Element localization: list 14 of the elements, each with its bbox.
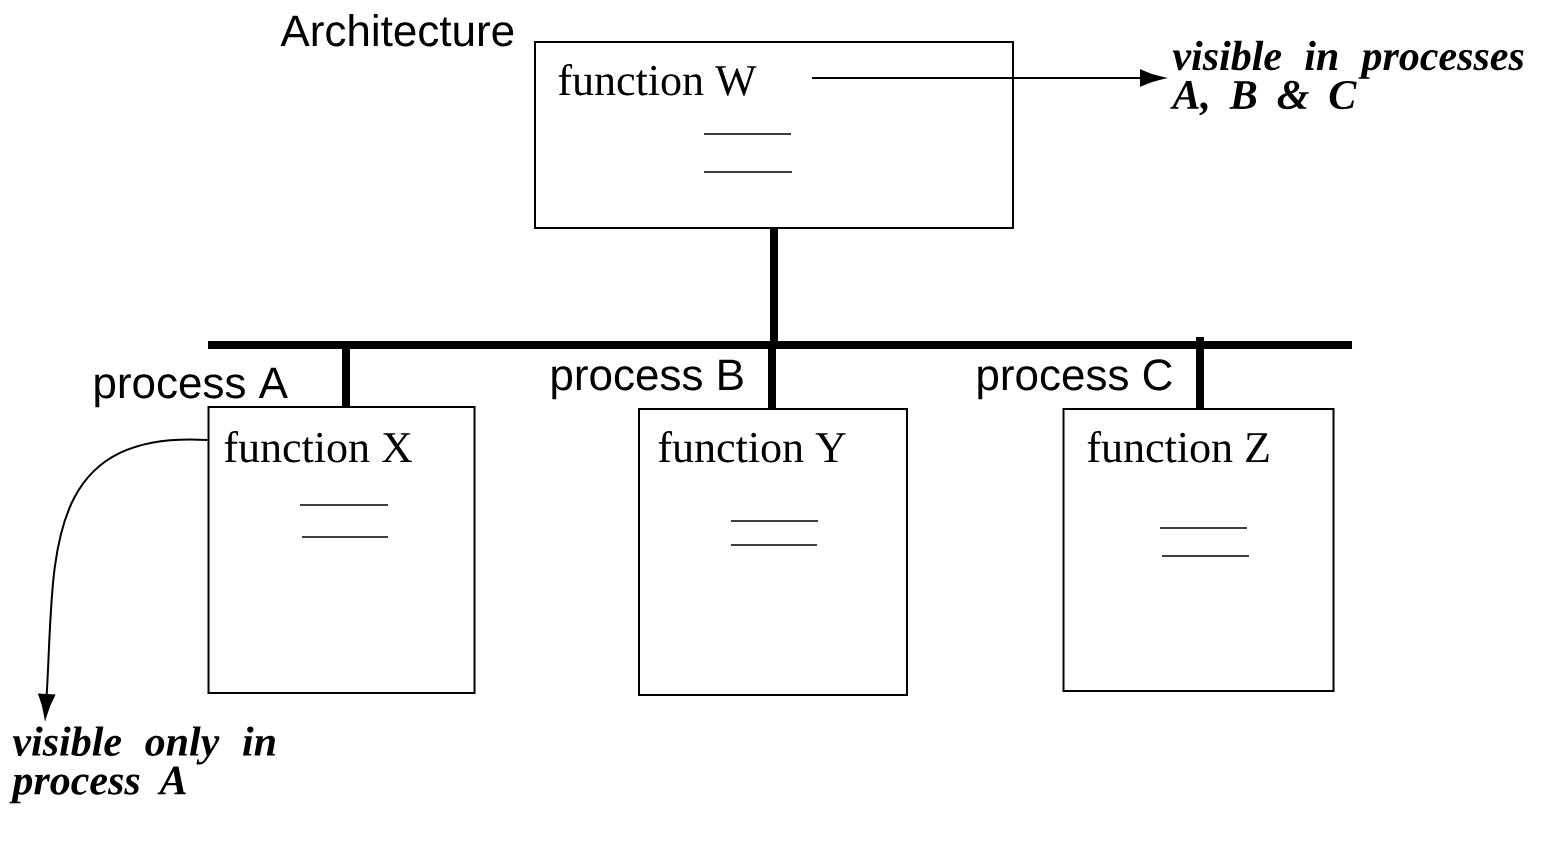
connector-line	[1196, 337, 1204, 409]
annotation-text: visible only in process A	[9, 726, 275, 804]
box-title: function W	[558, 64, 757, 96]
group-label: process A	[95, 367, 288, 408]
group-label: Architecture	[280, 14, 514, 47]
bus-bar	[208, 341, 1352, 349]
box-title: function Z	[1087, 431, 1269, 463]
group-label: process C	[978, 359, 1172, 400]
curved-arrow	[38, 439, 209, 719]
box-title: function Y	[658, 431, 846, 463]
arrow	[811, 69, 1165, 87]
box-title: function X	[224, 431, 413, 463]
annotation-text: visible in processes A, B & C	[1170, 40, 1524, 116]
group-label: process B	[552, 359, 743, 400]
